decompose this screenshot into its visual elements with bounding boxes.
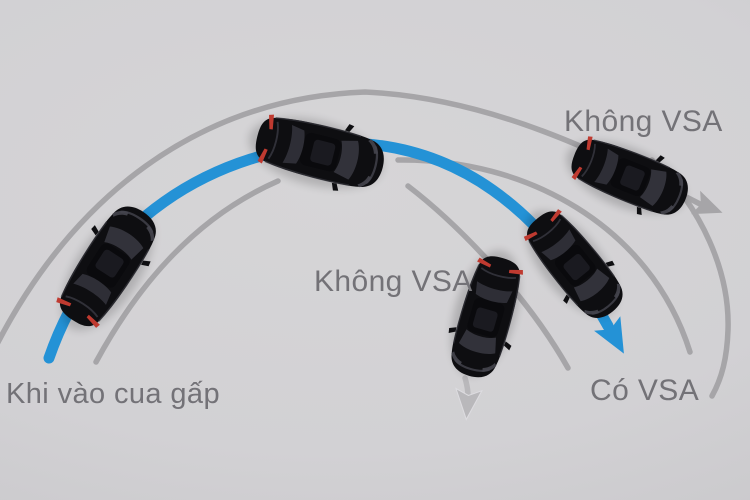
- car-spinning-no-vsa: [438, 242, 536, 384]
- label-no-vsa-inner: Không VSA: [314, 265, 473, 298]
- label-no-vsa-outer: Không VSA: [564, 105, 723, 138]
- label-corner-entry: Khi vào cua gấp: [6, 378, 220, 410]
- car-understeer-no-vsa: [556, 123, 697, 229]
- label-with-vsa: Có VSA: [590, 374, 699, 407]
- inner-road-arc: [93, 178, 281, 365]
